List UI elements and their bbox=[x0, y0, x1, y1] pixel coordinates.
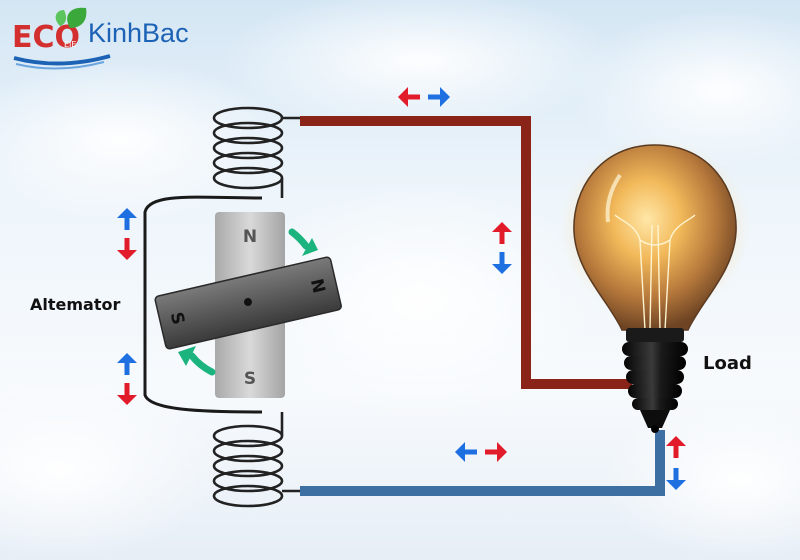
bottom-coil bbox=[212, 412, 302, 508]
light-bulb-icon bbox=[560, 138, 750, 433]
double-arrow-icon bbox=[485, 442, 507, 462]
rotation-arrow-icon bbox=[178, 346, 216, 376]
coil-connecting-wire bbox=[143, 195, 263, 414]
leaf-icon bbox=[55, 7, 87, 28]
rotor-axle bbox=[244, 298, 252, 306]
logo-swoosh-light bbox=[15, 61, 105, 70]
double-arrow-icon bbox=[117, 383, 137, 405]
double-arrow-icon bbox=[117, 238, 137, 260]
double-arrow-icon bbox=[666, 436, 686, 458]
rotation-arrow-icon bbox=[288, 228, 318, 256]
rotor-north-label: N bbox=[306, 277, 329, 295]
top-coil bbox=[212, 106, 302, 198]
ecokinhbac-logo: ECO EIE KinhBac bbox=[12, 7, 189, 70]
double-arrow-icon bbox=[398, 87, 420, 107]
load-label: Load bbox=[703, 353, 752, 374]
logo-text-brand: KinhBac bbox=[88, 18, 189, 48]
double-arrow-icon bbox=[492, 252, 512, 274]
stator-north-label: N bbox=[243, 227, 257, 247]
double-arrow-icon bbox=[117, 208, 137, 230]
logo-leaf-text: EIE bbox=[64, 40, 76, 49]
top-output-wire bbox=[300, 116, 632, 389]
rotor-south-label: S bbox=[166, 310, 188, 326]
bottom-output-wire bbox=[300, 430, 665, 496]
double-arrow-icon bbox=[117, 353, 137, 375]
logo-text-eco: ECO bbox=[12, 20, 80, 55]
current-direction-arrows bbox=[117, 87, 686, 490]
double-arrow-icon bbox=[492, 222, 512, 244]
double-arrow-icon bbox=[455, 442, 477, 462]
stator-south-label: S bbox=[244, 369, 256, 389]
double-arrow-icon bbox=[666, 468, 686, 490]
alternator-label: Altemator bbox=[30, 295, 120, 314]
rotor-magnet: N S bbox=[154, 256, 342, 350]
double-arrow-icon bbox=[428, 87, 450, 107]
logo-swoosh bbox=[13, 54, 111, 66]
